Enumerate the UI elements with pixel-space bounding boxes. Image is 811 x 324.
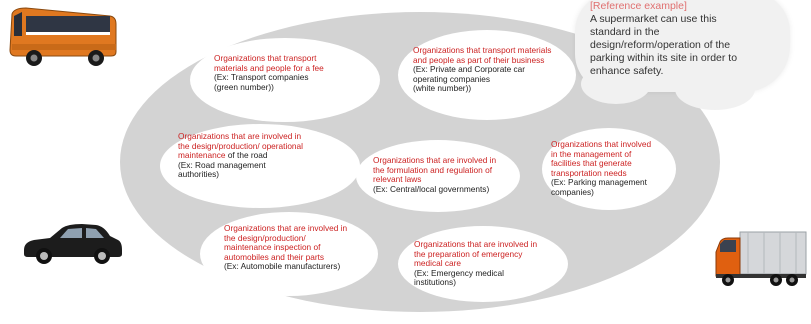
org-bubble-laws xyxy=(356,140,520,212)
truck-icon xyxy=(715,231,807,286)
org-red-line: relevant laws xyxy=(373,174,422,185)
org-red-line: the design/production/ operational xyxy=(178,140,304,151)
org-red-line: medical care xyxy=(414,258,462,269)
org-text-transport-business: Organizations that transport materials a… xyxy=(413,45,552,94)
org-black-segment: of the road xyxy=(225,150,268,161)
reference-line: A supermarket can use this xyxy=(590,13,717,25)
org-bubble-emergency xyxy=(398,226,568,302)
org-bubble-transport-business xyxy=(398,30,576,120)
org-bubble-parking xyxy=(542,128,676,210)
org-example-line: (Ex: Parking management xyxy=(551,177,647,188)
org-red-line-with-tail: maintenance of the road xyxy=(178,150,303,161)
org-example-line: (Ex: Automobile manufacturers) xyxy=(224,261,341,272)
org-red-line: Organizations that transport materials xyxy=(413,45,552,55)
reference-line: standard in the xyxy=(590,26,660,38)
org-text-parking: Organizations that involved in the manag… xyxy=(551,139,652,198)
org-example-line: companies) xyxy=(551,186,594,197)
org-red-line: Organizations that are involved in xyxy=(373,155,497,165)
reference-cloud xyxy=(575,0,790,110)
org-text-emergency: Organizations that are involved in the p… xyxy=(414,239,538,288)
org-red-line: transportation needs xyxy=(551,167,627,178)
org-example-line: (Ex: Transport companies xyxy=(214,72,309,83)
org-example-line: operating companies xyxy=(413,73,491,84)
org-example-line: (Ex: Central/local governments) xyxy=(373,183,490,194)
org-example-line: (green number)) xyxy=(214,81,274,92)
org-red-line: the formulation and regulation of xyxy=(373,164,493,175)
reference-line: parking within its site in order to xyxy=(590,52,738,64)
org-text-transport-fee: Organizations that transport materials a… xyxy=(214,53,324,92)
reference-line: design/reform/operation of the xyxy=(590,39,731,51)
org-red-line: Organizations that involved xyxy=(551,139,652,149)
org-text-laws: Organizations that are involved in the f… xyxy=(373,155,497,194)
org-bubble-transport-fee xyxy=(190,38,380,122)
org-red-line: maintenance inspection of xyxy=(224,242,321,253)
org-red-line: in the management of xyxy=(551,148,632,159)
org-example-line: (Ex: Private and Corporate car xyxy=(413,64,526,75)
bus-icon xyxy=(9,7,117,66)
org-example-line: authorities) xyxy=(178,169,220,180)
org-red-line: the preparation of emergency xyxy=(414,248,523,259)
org-red-line: materials and people for a fee xyxy=(214,62,324,73)
org-bubble-road xyxy=(160,124,360,208)
org-red-line: facilities that generate xyxy=(551,158,632,169)
org-red-line: and people as part of their business xyxy=(413,54,545,65)
reference-label: [Reference example] xyxy=(590,0,687,12)
reference-cloud-text: [Reference example] A supermarket can us… xyxy=(590,0,765,78)
org-example-line: (Ex: Emergency medical xyxy=(414,267,504,278)
reference-line: enhance safety. xyxy=(590,65,664,77)
org-red-segment: maintenance xyxy=(178,150,226,161)
org-bubble-automobiles xyxy=(200,212,378,296)
org-example-line: (Ex: Road management xyxy=(178,159,266,170)
car-icon xyxy=(24,224,122,264)
org-red-line: Organizations that transport xyxy=(214,53,317,63)
org-red-line: Organizations that are involved in xyxy=(414,239,538,249)
org-text-road: Organizations that are involved in the d… xyxy=(178,131,304,180)
org-example-line: institutions) xyxy=(414,277,456,288)
org-example-line: (white number)) xyxy=(413,83,472,94)
org-text-automobiles: Organizations that are involved in the d… xyxy=(224,223,348,272)
org-red-line: Organizations that are involved in xyxy=(224,223,348,233)
org-red-line: automobiles and their parts xyxy=(224,251,325,262)
org-red-line: the design/production/ xyxy=(224,232,306,243)
org-red-line: Organizations that are involved in xyxy=(178,131,302,141)
